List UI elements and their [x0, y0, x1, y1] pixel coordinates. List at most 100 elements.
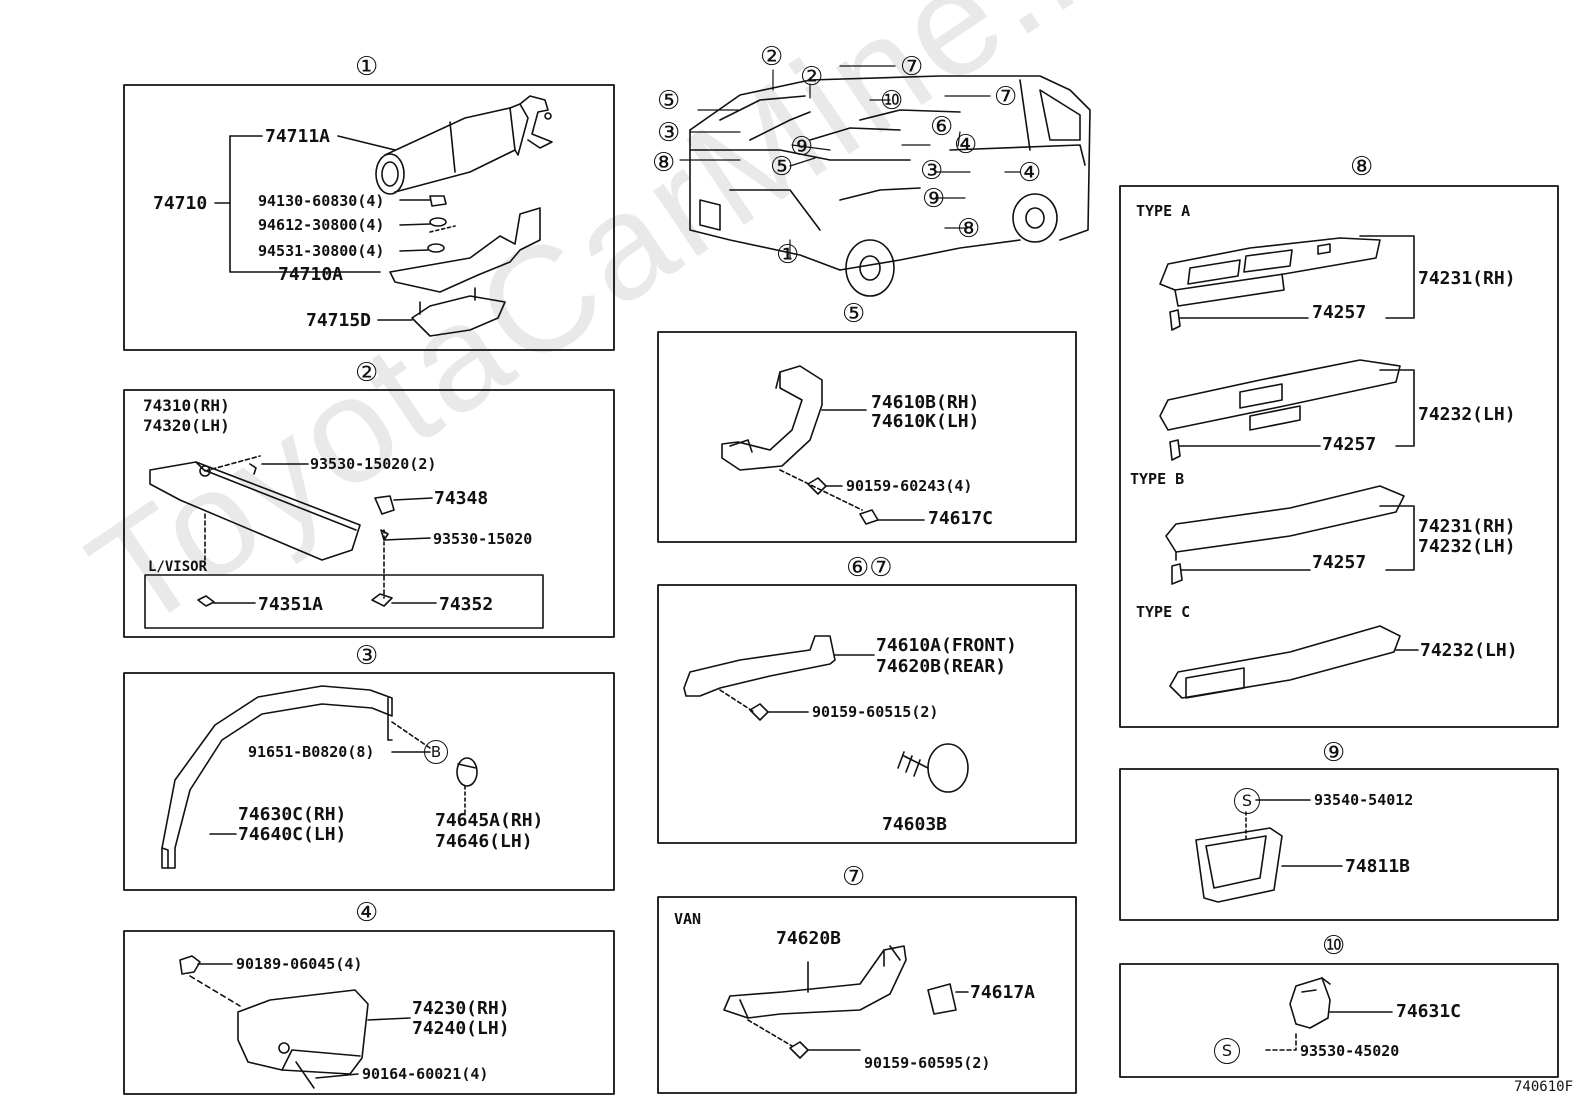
section-10-frame	[1119, 963, 1559, 1078]
overview-marker: ④	[1018, 158, 1042, 188]
part-label: 93530-15020(2)	[310, 455, 437, 473]
part-label: 74348	[434, 488, 489, 509]
section-9-frame	[1119, 768, 1559, 921]
overview-marker: ⑥	[930, 112, 954, 142]
callout-s: S	[1214, 1038, 1240, 1064]
part-label: 74620B(REAR)	[876, 656, 1007, 677]
sun-visor-drawing	[149, 461, 361, 561]
clip-74603b-drawing	[897, 743, 969, 793]
part-label: 90159-60595(2)	[864, 1054, 991, 1072]
grip-74230-drawing	[237, 989, 369, 1075]
part-label: 74257	[1322, 434, 1377, 455]
part-label: 94612-30800(4)	[258, 216, 385, 234]
part-label: 93530-45020	[1300, 1042, 1400, 1060]
overview-marker: ①	[776, 240, 800, 270]
type-label: TYPE B	[1130, 470, 1185, 488]
section-7-marker: ⑦	[842, 862, 866, 892]
assist-grip-74610b-drawing	[721, 365, 823, 471]
fire-extinguisher-drawing	[375, 95, 553, 195]
section-9-marker: ⑨	[1322, 738, 1346, 768]
overview-marker: ②	[760, 42, 784, 72]
switch-base-type-c-drawing	[1169, 625, 1401, 699]
section-2-frame	[123, 389, 615, 638]
part-label: 74811B	[1345, 856, 1411, 877]
part-label: 74232(LH)	[1418, 536, 1516, 557]
section-10-marker: ⑩	[1322, 931, 1346, 961]
overview-marker: ⑩	[880, 86, 904, 116]
overview-marker: ⑦	[900, 52, 924, 82]
part-label: 94531-30800(4)	[258, 242, 385, 260]
part-label: 74715D	[306, 310, 372, 331]
section-8-frame	[1119, 185, 1559, 728]
part-label: 74257	[1312, 552, 1367, 573]
part-label: 74646(LH)	[435, 831, 533, 852]
part-label: 74620B	[776, 928, 842, 949]
part-label: 90164-60021(4)	[362, 1065, 489, 1083]
section-4-frame	[123, 930, 615, 1095]
section-67-frame	[657, 584, 1077, 844]
pad-74617a-drawing	[927, 983, 957, 1015]
section-5-marker: ⑤	[842, 299, 866, 329]
part-label: 74352	[439, 594, 494, 615]
part-label: VAN	[674, 910, 702, 928]
section-67-marker: ⑥⑦	[846, 553, 893, 583]
part-label: 74710	[153, 193, 208, 214]
bracket-74710a-drawing	[389, 207, 541, 293]
overview-marker: ⑦	[994, 82, 1018, 112]
overview-marker: ⑧	[957, 214, 981, 244]
section-8-marker: ⑧	[1350, 152, 1374, 182]
part-label: 74232(LH)	[1420, 640, 1518, 661]
section-1-frame	[123, 84, 615, 351]
part-label: 74645A(RH)	[435, 810, 544, 831]
part-label: 90159-60243(4)	[846, 477, 973, 495]
section-1-marker: ①	[355, 52, 379, 82]
part-label: 74603B	[882, 814, 948, 835]
plate-74715d-drawing	[411, 295, 506, 337]
part-label: 90189-06045(4)	[236, 955, 363, 973]
screw-90189-drawing	[179, 955, 201, 975]
assist-grip-74620b-drawing	[723, 945, 907, 1019]
part-label: 74617C	[928, 508, 994, 529]
part-label: 74240(LH)	[412, 1018, 510, 1039]
overview-marker: ⑤	[657, 86, 681, 116]
part-label: 74631C	[1396, 1001, 1462, 1022]
overview-marker: ⑨	[790, 132, 814, 162]
part-label: 94130-60830(4)	[258, 192, 385, 210]
section-5-frame	[657, 331, 1077, 543]
switch-base-type-b-drawing	[1165, 485, 1405, 561]
part-label: 74711A	[265, 126, 331, 147]
part-label: 74310(RH)	[143, 396, 230, 415]
section-2-lvisor-frame	[144, 574, 544, 629]
assist-grip-74630c-drawing	[161, 685, 393, 869]
figure-code: 740610F	[1514, 1079, 1574, 1095]
vehicle-overview-drawing	[689, 75, 1091, 297]
part-label: 74617A	[970, 982, 1036, 1003]
part-label: 74351A	[258, 594, 324, 615]
part-label: 74232(LH)	[1418, 404, 1516, 425]
overview-marker: ⑤	[770, 152, 794, 182]
part-label: 74610K(LH)	[871, 411, 980, 432]
part-label: 74640C(LH)	[238, 824, 347, 845]
part-label: 74231(RH)	[1418, 516, 1516, 537]
part-label: 74610A(FRONT)	[876, 635, 1017, 656]
part-label: 74257	[1312, 302, 1367, 323]
section-3-marker: ③	[355, 641, 379, 671]
part-label: 74320(LH)	[143, 416, 230, 435]
door-pocket-74811b-drawing	[1195, 827, 1283, 903]
screw-90159-60595-drawing	[789, 1041, 809, 1059]
part-label: 93540-54012	[1314, 791, 1414, 809]
callout-b: B	[424, 740, 448, 764]
overview-marker: ⑨	[922, 184, 946, 214]
part-label: 74610B(RH)	[871, 392, 980, 413]
part-label: 93530-15020	[433, 530, 533, 548]
overview-marker: ③	[920, 156, 944, 186]
callout-s: S	[1234, 788, 1260, 814]
section-4-marker: ④	[355, 898, 379, 928]
section-7-frame	[657, 896, 1077, 1094]
part-label: 74710A	[278, 264, 344, 285]
overview-marker: ②	[800, 62, 824, 92]
type-label: TYPE A	[1136, 202, 1191, 220]
screw-90159-60515-drawing	[749, 703, 769, 721]
overview-marker: ④	[954, 130, 978, 160]
